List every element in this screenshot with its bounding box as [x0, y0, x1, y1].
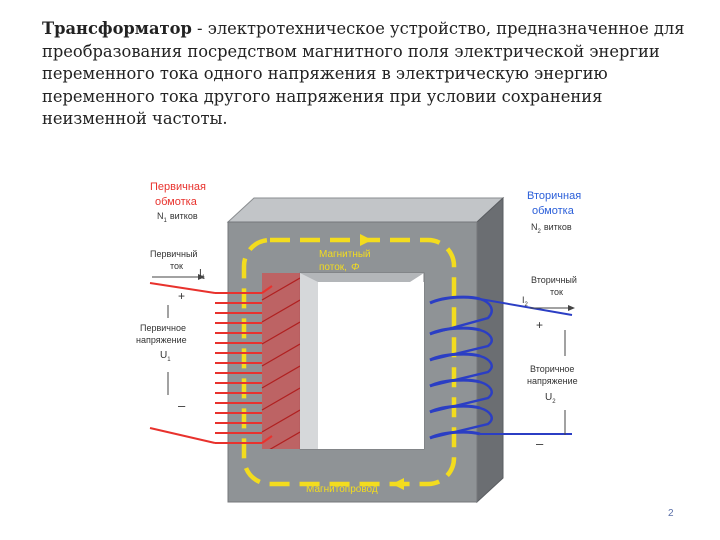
core-window-back	[318, 282, 424, 449]
core-top-face	[226, 197, 505, 223]
svg-text:ток: ток	[170, 261, 183, 271]
svg-text:–: –	[178, 398, 186, 413]
definition-body: электротехническое устройство, предназна…	[42, 19, 685, 128]
svg-text:Первичный: Первичный	[150, 249, 197, 259]
definition-separator: -	[191, 19, 208, 38]
definition-term: Трансформатор	[42, 19, 192, 38]
svg-text:ток: ток	[550, 287, 563, 297]
svg-text:Магнитный: Магнитный	[319, 249, 371, 260]
svg-text:U2: U2	[545, 392, 556, 405]
core-right-face	[476, 196, 504, 504]
svg-text:–: –	[536, 436, 544, 451]
svg-text:U1: U1	[160, 350, 171, 363]
svg-text:I2: I2	[522, 295, 529, 308]
core	[226, 196, 505, 504]
primary-leg-highlight	[262, 273, 300, 449]
svg-text:напряжение: напряжение	[527, 376, 578, 386]
flux-arrow-top	[360, 234, 372, 246]
slide-number: 2	[668, 508, 674, 519]
svg-text:обмотка: обмотка	[532, 205, 575, 217]
svg-text:I1: I1	[199, 268, 206, 281]
secondary-voltage-label: + Вторичное напряжение U2 –	[527, 318, 578, 451]
svg-text:Вторичная: Вторичная	[527, 190, 581, 202]
primary-winding-label: Первичная обмотка	[150, 181, 206, 208]
svg-text:+: +	[178, 289, 185, 303]
core-window-inner-left	[300, 273, 318, 449]
svg-text:обмотка: обмотка	[155, 196, 198, 208]
secondary-current-label: Вторичный ток I2	[522, 275, 577, 308]
svg-text:Первичная: Первичная	[150, 181, 206, 193]
svg-text:Вторичное: Вторичное	[530, 364, 574, 374]
svg-text:+: +	[536, 318, 543, 332]
svg-text:напряжение: напряжение	[136, 335, 187, 345]
svg-text:Первичное: Первичное	[140, 323, 186, 333]
primary-current-label: Первичный ток I1	[150, 249, 206, 281]
secondary-winding-label: Вторичная обмотка	[527, 190, 581, 217]
primary-winding	[149, 282, 273, 444]
svg-text:поток,Φ: поток,Φ	[319, 262, 359, 273]
primary-voltage-label: + Первичное напряжение U1 –	[136, 289, 187, 413]
definition-text: Трансформатор - электротехническое устро…	[42, 18, 692, 131]
svg-text:Вторичный: Вторичный	[531, 275, 577, 285]
flux-label: Магнитный поток,Φ	[319, 249, 371, 273]
flux-arrow-bottom	[392, 478, 404, 490]
core-label: Магнитопровод	[306, 484, 378, 495]
core-window-inner-top	[300, 273, 424, 282]
secondary-winding	[429, 295, 573, 440]
